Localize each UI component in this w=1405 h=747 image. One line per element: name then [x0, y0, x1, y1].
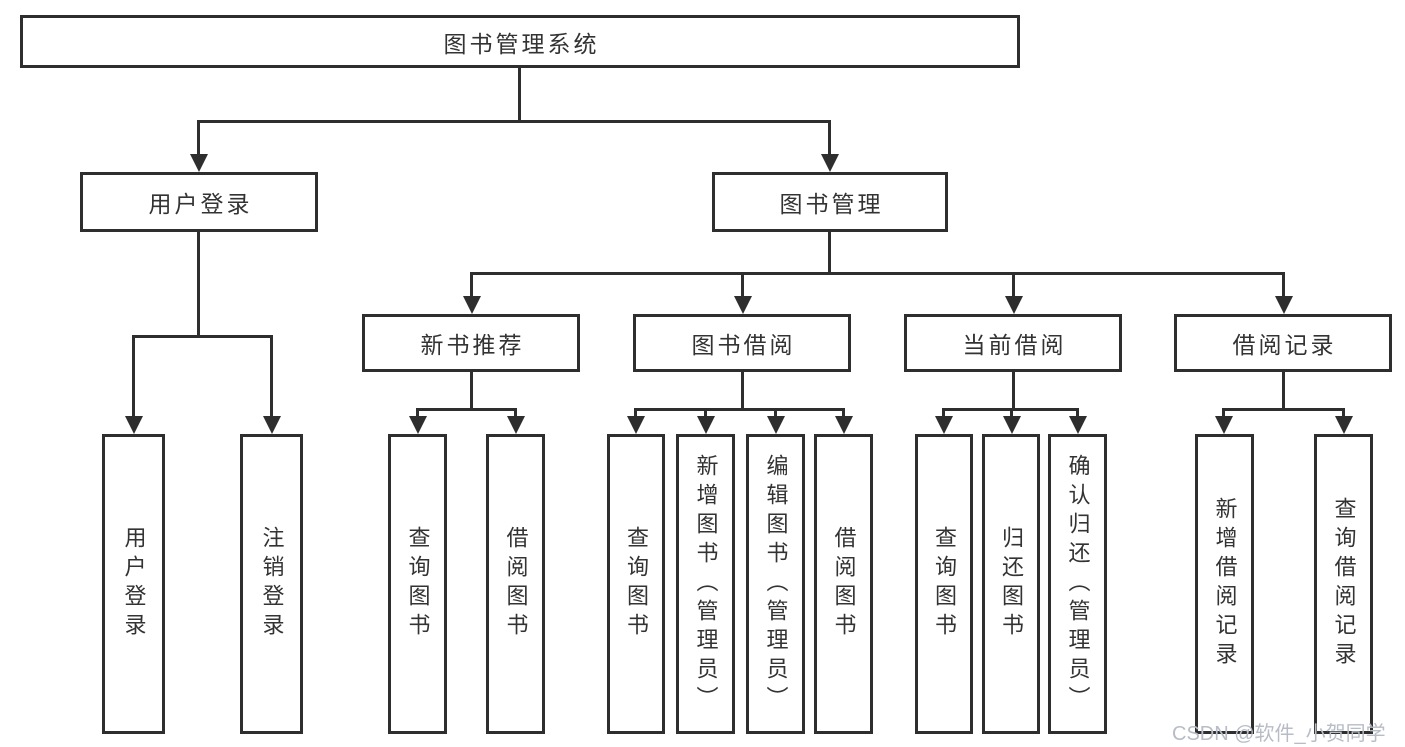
leaf-add-book-admin-label: 新增图书（管理员） [693, 453, 719, 715]
arrow-to-leaf-confirm-return [1068, 408, 1087, 434]
connector-book-mgmt-stem [828, 232, 831, 272]
arrow-to-book-management [820, 120, 839, 172]
arrow-to-leaf-logout [262, 335, 281, 434]
leaf-confirm-return-admin-label: 确认归还（管理员） [1065, 453, 1091, 715]
leaf-query-books-3: 查询图书 [915, 434, 973, 734]
arrow-to-current-borrowing [1004, 272, 1023, 314]
arrow-to-leaf-user-login [124, 335, 143, 434]
connector-book-borrowing-stem [741, 372, 744, 408]
leaf-add-borrow-record-label: 新增借阅记录 [1212, 497, 1238, 671]
node-root: 图书管理系统 [20, 15, 1020, 68]
connector-new-book-stem [470, 372, 473, 408]
node-new-book-recommendation-label: 新书推荐 [420, 332, 525, 358]
arrow-to-new-book-recommendation [462, 272, 481, 314]
arrow-to-leaf-query-books-2 [626, 408, 645, 434]
leaf-user-login: 用户登录 [102, 434, 165, 734]
node-new-book-recommendation: 新书推荐 [362, 314, 580, 372]
node-borrowing-records: 借阅记录 [1174, 314, 1392, 372]
leaf-query-books-1: 查询图书 [388, 434, 447, 734]
leaf-return-book-label: 归还图书 [999, 526, 1024, 642]
leaf-edit-book-admin-label: 编辑图书（管理员） [763, 453, 789, 715]
leaf-query-books-1-label: 查询图书 [405, 526, 431, 642]
connector-root-hline [197, 120, 831, 123]
leaf-query-borrow-record: 查询借阅记录 [1314, 434, 1373, 734]
leaf-confirm-return-admin: 确认归还（管理员） [1048, 434, 1107, 734]
leaf-add-book-admin: 新增图书（管理员） [676, 434, 735, 734]
arrow-to-leaf-borrow-books-2 [834, 408, 853, 434]
node-current-borrowing: 当前借阅 [904, 314, 1122, 372]
leaf-logout-label: 注销登录 [259, 526, 285, 642]
arrow-to-leaf-return-book [1002, 408, 1021, 434]
leaf-return-book: 归还图书 [982, 434, 1040, 734]
node-borrowing-records-label: 借阅记录 [1232, 332, 1337, 358]
node-book-borrowing: 图书借阅 [633, 314, 851, 372]
leaf-add-borrow-record: 新增借阅记录 [1195, 434, 1254, 734]
arrow-to-leaf-add-borrow-record [1214, 408, 1233, 434]
arrow-to-leaf-query-books-1 [408, 408, 427, 434]
node-user-login-label: 用户登录 [148, 191, 253, 217]
node-book-management: 图书管理 [712, 172, 948, 232]
arrow-to-book-borrowing [733, 272, 752, 314]
watermark: CSDN @软件_小贺同学 [1172, 723, 1386, 745]
arrow-to-leaf-borrow-books-1 [506, 408, 525, 434]
arrow-to-leaf-edit-book [766, 408, 785, 434]
node-root-label: 图书管理系统 [443, 30, 600, 57]
connector-current-borrowing-stem [1012, 372, 1015, 408]
connector-level3-hline [470, 272, 1284, 275]
node-current-borrowing-label: 当前借阅 [962, 332, 1067, 358]
node-book-management-label: 图书管理 [779, 191, 884, 217]
node-book-borrowing-label: 图书借阅 [691, 332, 796, 358]
leaf-query-books-3-label: 查询图书 [932, 526, 957, 642]
leaf-borrow-books-1-label: 借阅图书 [503, 526, 529, 642]
leaf-user-login-label: 用户登录 [121, 526, 147, 642]
leaf-borrow-books-2-label: 借阅图书 [831, 526, 857, 642]
connector-borrowing-records-hline [1222, 408, 1345, 411]
leaf-logout: 注销登录 [240, 434, 303, 734]
arrow-to-user-login [189, 120, 208, 172]
connector-borrowing-records-stem [1282, 372, 1285, 408]
arrow-to-leaf-query-borrow-record [1334, 408, 1353, 434]
connector-new-book-hline [416, 408, 517, 411]
arrow-to-borrowing-records [1274, 272, 1293, 314]
connector-root-stem [518, 68, 521, 120]
connector-user-login-hline [132, 335, 273, 338]
leaf-query-borrow-record-label: 查询借阅记录 [1331, 497, 1357, 671]
leaf-borrow-books-1: 借阅图书 [486, 434, 545, 734]
leaf-query-books-2: 查询图书 [607, 434, 665, 734]
connector-book-borrowing-hline [634, 408, 845, 411]
leaf-edit-book-admin: 编辑图书（管理员） [746, 434, 805, 734]
connector-user-login-stem [197, 232, 200, 335]
arrow-to-leaf-add-book [696, 408, 715, 434]
leaf-borrow-books-2: 借阅图书 [814, 434, 873, 734]
node-user-login: 用户登录 [80, 172, 318, 232]
leaf-query-books-2-label: 查询图书 [624, 526, 649, 642]
arrow-to-leaf-query-books-3 [934, 408, 953, 434]
